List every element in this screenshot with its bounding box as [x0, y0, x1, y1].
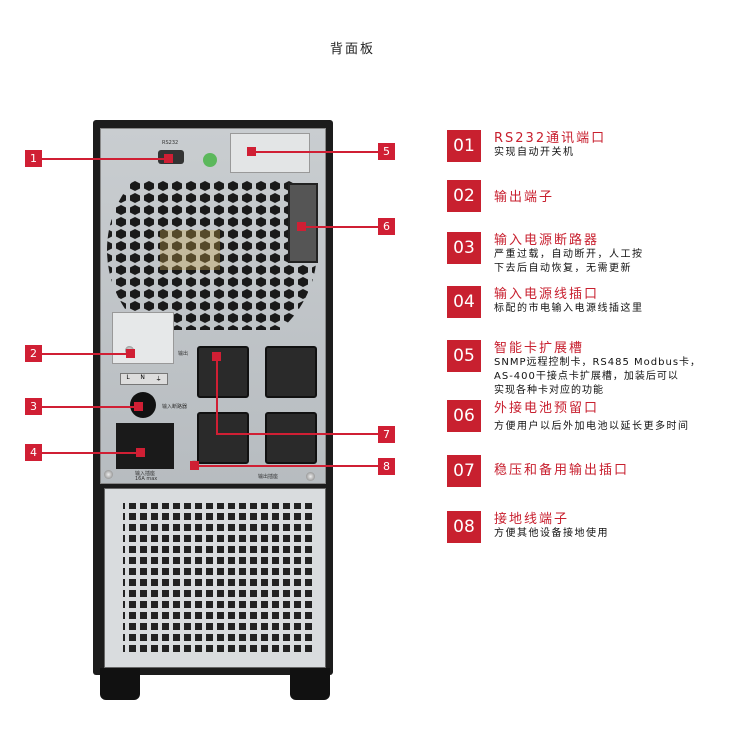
callout-line-8	[193, 465, 378, 467]
item-desc: 严重过载，自动断开，人工按下去后自动恢复，无需更新	[494, 248, 644, 276]
item-title: 稳压和备用输出插口	[494, 463, 630, 478]
terminal-l: L	[126, 374, 130, 381]
item-number: 07	[447, 455, 481, 487]
callout-3: 3	[25, 398, 42, 415]
item-title: 输出端子	[494, 190, 555, 205]
item-number: 05	[447, 340, 481, 372]
page-title: 背面板	[329, 42, 375, 57]
callout-1: 1	[25, 150, 42, 167]
callout-marker-8	[190, 461, 199, 470]
output-outlet[interactable]	[197, 412, 249, 464]
callout-line-5	[250, 151, 378, 153]
callout-marker-5	[247, 147, 256, 156]
callout-marker-3	[134, 402, 143, 411]
battery-connector	[288, 183, 318, 263]
desc-line: 下去后自动恢复，无需更新	[494, 263, 632, 274]
foot-right	[290, 668, 330, 700]
input-rating: 16A max	[135, 476, 158, 482]
callout-2: 2	[25, 345, 42, 362]
item-number: 03	[447, 232, 481, 264]
terminal-block: L N ⏚	[120, 373, 168, 385]
breaker-label: 输入断路器	[162, 404, 188, 410]
output-terminal-cover	[112, 312, 174, 364]
callout-line-6	[300, 226, 378, 228]
item-desc: 方便用户以后外加电池以延长更多时间	[494, 421, 690, 432]
led-indicator	[203, 153, 217, 167]
input-socket-label: 输入插座	[135, 471, 156, 477]
foot-left	[100, 668, 140, 700]
rs232-label: RS232	[162, 140, 179, 146]
callout-7: 7	[378, 426, 395, 443]
item-desc: SNMP远程控制卡，RS485 Modbus卡， AS-400干接点卡扩展槽，加装…	[494, 356, 701, 398]
item-title: 智能卡扩展槽	[494, 341, 585, 356]
desc-line: 实现各种卡对应的功能	[494, 385, 604, 396]
item-desc: 方便其他设备接地使用	[494, 528, 609, 539]
callout-marker-6	[297, 222, 306, 231]
callout-line-4	[41, 452, 141, 454]
callout-line-7-vertical	[216, 356, 218, 434]
item-title: 输入电源断路器	[494, 233, 600, 248]
callout-6: 6	[378, 218, 395, 235]
terminal-ground: ⏚	[155, 376, 162, 383]
item-title: 接地线端子	[494, 512, 570, 527]
output-label: 输出	[178, 351, 189, 357]
callout-marker-2	[126, 349, 135, 358]
desc-line: 严重过载，自动断开，人工按	[494, 249, 644, 260]
item-title: 输入电源线插口	[494, 287, 600, 302]
callout-line-3	[41, 406, 139, 408]
output-outlet[interactable]	[265, 346, 317, 398]
item-title: RS232通讯端口	[494, 131, 607, 146]
callout-4: 4	[25, 444, 42, 461]
callout-8: 8	[378, 458, 395, 475]
output-outlet[interactable]	[197, 346, 249, 398]
desc-line: SNMP远程控制卡，RS485 Modbus卡，	[494, 357, 702, 368]
terminal-n: N	[140, 374, 145, 381]
fan-grille	[107, 180, 317, 330]
input-socket[interactable]	[116, 423, 174, 469]
item-number: 02	[447, 180, 481, 212]
screw	[104, 470, 113, 479]
item-number: 06	[447, 400, 481, 432]
callout-marker-4	[136, 448, 145, 457]
callout-marker-7	[212, 352, 221, 361]
item-number: 04	[447, 286, 481, 318]
item-desc: 标配的市电输入电源线插这里	[494, 303, 644, 314]
desc-line: AS-400干接点卡扩展槽，加装后可以	[494, 371, 679, 382]
item-number: 01	[447, 130, 481, 162]
callout-marker-1	[164, 154, 173, 163]
output-socket-label: 输出插座	[258, 474, 279, 480]
card-slot-cover	[230, 133, 310, 173]
lower-vent-grille	[104, 488, 326, 668]
callout-line-1	[41, 158, 168, 160]
item-desc: 实现自动开关机	[494, 147, 575, 158]
callout-line-2	[41, 353, 131, 355]
item-number: 08	[447, 511, 481, 543]
screw	[306, 472, 315, 481]
item-title: 外接电池预留口	[494, 401, 600, 416]
callout-line-7	[216, 433, 378, 435]
callout-5: 5	[378, 143, 395, 160]
output-outlet[interactable]	[265, 412, 317, 464]
